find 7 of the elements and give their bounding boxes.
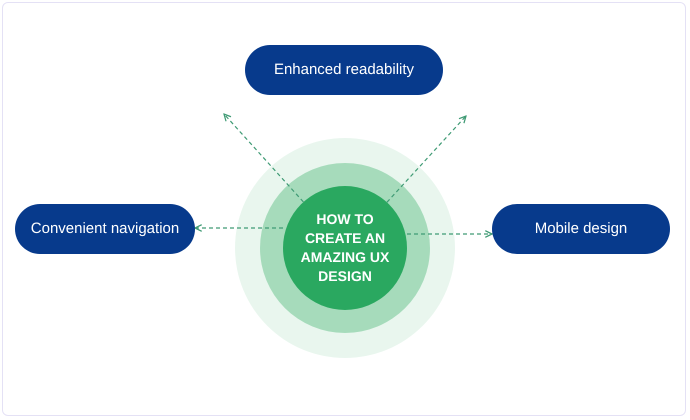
dashed-arrow — [407, 230, 493, 238]
topic-pill: Mobile design — [492, 204, 670, 254]
dashed-arrow — [223, 113, 304, 202]
topic-pill: Convenient navigation — [15, 204, 195, 254]
dashed-arrow — [386, 115, 467, 203]
topic-pill: Enhanced readability — [245, 45, 443, 95]
dashed-arrow — [194, 224, 283, 232]
